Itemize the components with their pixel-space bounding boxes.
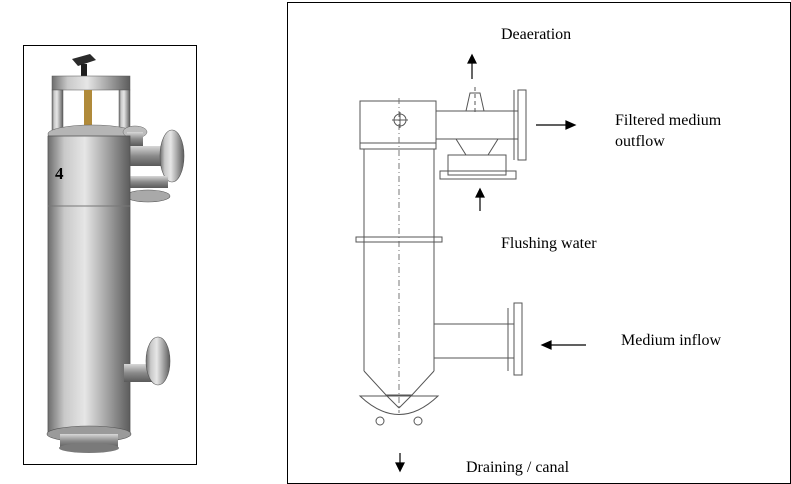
technical-diagram-panel: Deaeration Filtered medium outflow Flush… [287,2,791,484]
outlet-flange [517,89,527,161]
medium-inflow-label: Medium inflow [621,332,721,349]
deaeration-label: Deaeration [501,26,572,43]
filtered-outflow-label-line1: Filtered medium [615,112,722,129]
head-block [359,100,437,150]
filtered-outflow-label-line2: outflow [615,133,665,150]
filter-photo-panel: 4 [23,45,197,465]
filter-schematic [355,53,586,473]
draining-label: Draining / canal [466,459,570,476]
handwheel-icon [72,54,96,66]
filter-photo [46,54,185,453]
filter-body [47,135,131,435]
inlet-flange [513,302,523,376]
flushing-water-label: Flushing water [501,235,597,252]
unit-number-label: 4 [55,164,64,183]
